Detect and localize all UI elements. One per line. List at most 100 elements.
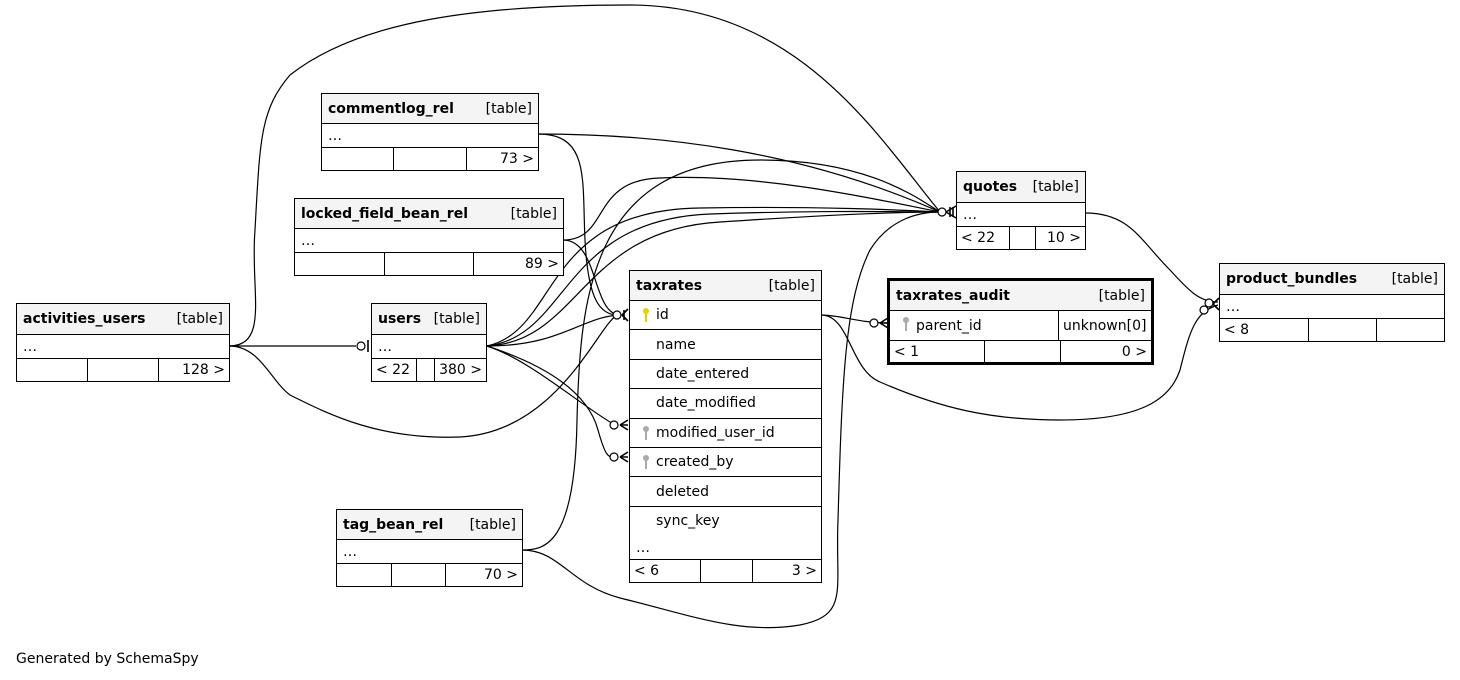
footer-children[interactable]: 70 >	[445, 564, 522, 586]
footer-children: 0 >	[1060, 341, 1151, 362]
table-header: taxrates_audit [table]	[890, 281, 1151, 311]
table-taxrates[interactable]: taxrates [table] id name date_entered date_…	[629, 270, 822, 583]
column-row-parent-id[interactable]: parent_id unknown[0]	[890, 311, 1151, 341]
column-row-id[interactable]: id	[630, 301, 821, 331]
footer-parents[interactable]: < 1	[894, 343, 920, 360]
edge-users-to-quotes-1	[486, 206, 941, 347]
table-footer: 128 >	[17, 359, 229, 381]
table-footer: < 6 3 >	[630, 560, 821, 583]
footer-columns	[391, 564, 445, 586]
edge-users-to-quotes-2	[486, 210, 941, 347]
footer-children[interactable]: 380 >	[434, 359, 486, 381]
footer-parents[interactable]: < 8	[1224, 322, 1250, 338]
column-row-date-entered[interactable]: date_entered	[630, 360, 821, 390]
edge-locked-field-to-quotes	[562, 176, 941, 241]
column-name: date_modified	[656, 395, 756, 412]
table-name: taxrates	[636, 277, 703, 294]
column-row-name[interactable]: name	[630, 330, 821, 360]
edge-marker-created-crow	[619, 451, 629, 463]
column-row-modified-user-id[interactable]: modified_user_id	[630, 419, 821, 448]
table-type: [table]	[1032, 179, 1079, 195]
edge-tag-bean-to-quotes	[521, 159, 941, 551]
footer-children[interactable]: 128 >	[158, 359, 229, 381]
table-header: taxrates [table]	[630, 271, 821, 301]
edge-marker-users-zero	[356, 341, 366, 351]
column-row-date-modified[interactable]: date_modified	[630, 389, 821, 419]
column-name: created_by	[656, 454, 734, 471]
footer-columns	[1009, 227, 1035, 249]
footer-columns	[87, 359, 158, 381]
column-datatype: unknown[0]	[1058, 311, 1151, 340]
column-name-cell: parent_id	[890, 311, 1058, 340]
column-list: id name date_entered date_modified modified_…	[630, 301, 821, 536]
table-commentlog-rel[interactable]: commentlog_rel [table] … 73 >	[321, 93, 539, 171]
footer-parents[interactable]: < 22	[376, 362, 410, 378]
table-footer: 89 >	[295, 253, 563, 275]
footer-parents[interactable]: < 22	[961, 230, 995, 246]
edge-marker-pb-zero-2	[1199, 305, 1209, 315]
footer-children[interactable]: 89 >	[473, 253, 563, 275]
table-footer: 73 >	[322, 148, 538, 170]
table-footer: < 1 0 >	[890, 341, 1151, 362]
footer-children[interactable]: 73 >	[465, 148, 538, 170]
edge-marker-quotes-crow	[945, 205, 957, 219]
column-name: id	[656, 307, 669, 324]
column-row-created-by[interactable]: created_by	[630, 448, 821, 478]
generated-by-credit: Generated by SchemaSpy	[16, 651, 199, 667]
ellipsis-row: …	[295, 229, 563, 253]
table-type: [table]	[768, 277, 815, 294]
table-name: product_bundles	[1226, 271, 1358, 287]
edge-marker-taxrates-zero	[612, 310, 622, 320]
table-locked-field-bean-rel[interactable]: locked_field_bean_rel [table] … 89 >	[294, 198, 564, 276]
footer-parents[interactable]: < 6	[634, 563, 660, 580]
table-type: [table]	[469, 516, 516, 533]
footer-columns	[383, 253, 474, 275]
edge-taxrates-to-product-bundles	[820, 304, 1219, 421]
table-tag-bean-rel[interactable]: tag_bean_rel [table] … 70 >	[336, 509, 523, 587]
footer-children[interactable]: 10 >	[1035, 227, 1085, 249]
column-row-sync-key[interactable]: sync_key	[630, 507, 821, 536]
footer-columns	[393, 148, 465, 170]
foreign-key-icon	[636, 454, 656, 470]
table-header: product_bundles [table]	[1220, 264, 1444, 295]
footer-children	[1376, 319, 1444, 341]
table-quotes[interactable]: quotes [table] … < 22 10 >	[956, 171, 1086, 250]
ellipsis-row: …	[957, 203, 1085, 227]
edge-locked-field-to-taxrates	[562, 239, 619, 316]
column-name: date_entered	[656, 365, 750, 382]
table-product-bundles[interactable]: product_bundles [table] … < 8	[1219, 263, 1445, 342]
ellipsis-row: …	[322, 124, 538, 148]
table-name: tag_bean_rel	[343, 516, 444, 533]
footer-columns	[416, 359, 434, 381]
table-header: locked_field_bean_rel [table]	[295, 199, 563, 229]
footer-columns	[700, 560, 752, 583]
table-type: [table]	[1098, 287, 1145, 304]
edge-activities-users-to-taxrates	[228, 314, 619, 438]
footer-columns	[1308, 319, 1376, 341]
ellipsis-row: …	[1220, 295, 1444, 319]
edge-marker-quotes-zero	[937, 207, 947, 217]
edge-activities-users-to-quotes	[228, 4, 941, 347]
ellipsis-row: …	[337, 540, 522, 564]
edge-marker-audit-zero	[869, 318, 879, 328]
footer-children[interactable]: 3 >	[752, 560, 821, 583]
edge-users-to-quotes-3	[486, 211, 941, 347]
primary-key-icon	[636, 307, 656, 323]
edge-marker-modified-zero	[609, 420, 619, 430]
footer-parents	[295, 253, 384, 275]
table-taxrates-audit[interactable]: taxrates_audit [table] parent_id unknown…	[887, 278, 1154, 365]
foreign-key-icon	[636, 425, 656, 441]
table-header: commentlog_rel [table]	[322, 94, 538, 124]
ellipsis-row: …	[17, 335, 229, 359]
column-name: parent_id	[916, 317, 982, 334]
edge-commentlog-to-quotes	[537, 133, 941, 213]
column-row-deleted[interactable]: deleted	[630, 477, 821, 507]
table-header: users [table]	[372, 304, 486, 335]
edge-marker-audit-crow	[879, 317, 889, 329]
table-name: commentlog_rel	[328, 100, 454, 117]
table-name: activities_users	[23, 311, 146, 327]
table-users[interactable]: users [table] … < 22 380 >	[371, 303, 487, 382]
table-activities-users[interactable]: activities_users [table] … 128 >	[16, 303, 230, 382]
footer-parents	[337, 564, 391, 586]
edge-users-to-modified-user	[486, 345, 616, 426]
